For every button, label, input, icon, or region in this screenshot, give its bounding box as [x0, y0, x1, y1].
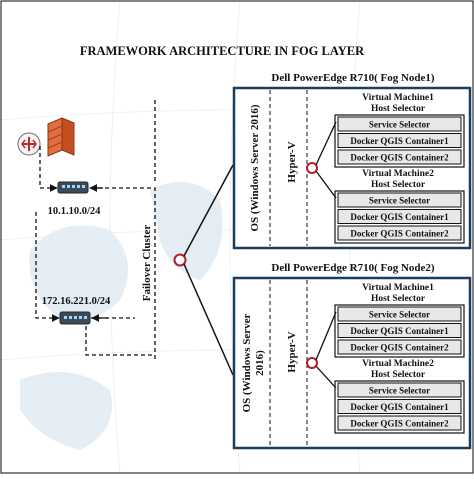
fog-node-2: Dell PowerEdge R710( Fog Node2) OS (Windo… — [232, 262, 472, 450]
firewall-icon — [47, 117, 75, 157]
network-switch-icon-2 — [59, 311, 91, 325]
docker-container-box — [337, 323, 462, 338]
hyperv-label: Hyper-V — [286, 331, 298, 372]
hyperv-label-group: Hyper-V — [286, 141, 298, 182]
service-selector-label: Service Selector — [369, 120, 430, 130]
failover-cluster-label: Failover Cluster — [141, 225, 153, 302]
service-selector-box — [337, 382, 462, 398]
cluster-hub-node — [173, 253, 187, 267]
fog-node-2-title: Dell PowerEdge R710( Fog Node2) — [271, 262, 434, 274]
vm-host-selector-label: Host Selector — [371, 180, 426, 190]
docker-container-label: Docker QGIS Container1 — [350, 212, 449, 222]
hyperv-label: Hyper-V — [286, 141, 298, 182]
docker-container-box — [337, 415, 462, 431]
vm-host-selector-label: Host Selector — [371, 370, 426, 380]
docker-container-label: Docker QGIS Container2 — [350, 153, 449, 163]
os-label-line1: OS (Windows Server 2016) — [249, 104, 261, 231]
hub-to-node2-line — [183, 263, 234, 376]
vm-host-selector-label: Host Selector — [371, 294, 426, 304]
docker-container-label: Docker QGIS Container2 — [350, 343, 449, 353]
fog-node-1-title: Dell PowerEdge R710( Fog Node1) — [271, 72, 434, 84]
hyperv-hub-node — [306, 162, 318, 174]
hub-to-vm-line — [315, 365, 337, 389]
vm-title: Virtual Machine1 — [362, 93, 434, 103]
switch2-bottom-link — [85, 326, 155, 356]
switch2-ip-label: 172.16.221.0/24 — [42, 296, 111, 307]
docker-container-label: Docker QGIS Container1 — [350, 326, 449, 336]
switch1-to-cluster-link — [91, 187, 156, 355]
docker-container-label: Docker QGIS Container1 — [350, 136, 449, 146]
diagram-title: FRAMEWORK ARCHITECTURE IN FOG LAYER — [80, 44, 365, 58]
docker-container-box — [337, 339, 462, 355]
router-icon — [17, 132, 41, 156]
vm-host-selector-label: Host Selector — [371, 104, 426, 114]
os-label-line1: OS (Windows Server — [241, 313, 253, 412]
hyperv-hub-node — [306, 357, 318, 369]
hyperv-label-group: Hyper-V — [286, 331, 298, 372]
fog-node-1: Dell PowerEdge R710( Fog Node1) OS (Windo… — [232, 72, 472, 250]
hub-to-vm-line — [315, 170, 337, 199]
router-to-switch1-link — [39, 146, 58, 192]
service-selector-box — [337, 192, 462, 208]
switch1-ip-label: 10.1.10.0/24 — [48, 206, 102, 217]
fog-nodes: Dell PowerEdge R710( Fog Node1) OS (Windo… — [232, 72, 472, 450]
docker-container-label: Docker QGIS Container2 — [350, 419, 449, 429]
docker-container-box — [337, 209, 462, 224]
service-selector-box — [337, 116, 462, 132]
docker-container-box — [337, 225, 462, 241]
os-label-line2: 2016) — [254, 350, 266, 376]
vm-title: Virtual Machine2 — [362, 359, 434, 369]
hub-to-vm-line — [315, 311, 337, 361]
service-selector-label: Service Selector — [369, 310, 430, 320]
docker-container-label: Docker QGIS Container2 — [350, 229, 449, 239]
os-label-group: OS (Windows Server 2016) — [249, 104, 261, 231]
service-selector-box — [337, 306, 462, 322]
vm-title: Virtual Machine2 — [362, 169, 434, 179]
docker-container-box — [337, 133, 462, 148]
service-selector-label: Service Selector — [369, 386, 430, 396]
docker-container-box — [337, 149, 462, 165]
docker-container-box — [337, 399, 462, 414]
docker-container-label: Docker QGIS Container1 — [350, 402, 449, 412]
left-trunk-link — [35, 212, 60, 322]
hub-to-vm-line — [315, 121, 337, 166]
vm-title: Virtual Machine1 — [362, 283, 434, 293]
hub-to-node1-line — [183, 164, 234, 257]
service-selector-label: Service Selector — [369, 196, 430, 206]
network-switch-icon-1 — [57, 181, 89, 194]
